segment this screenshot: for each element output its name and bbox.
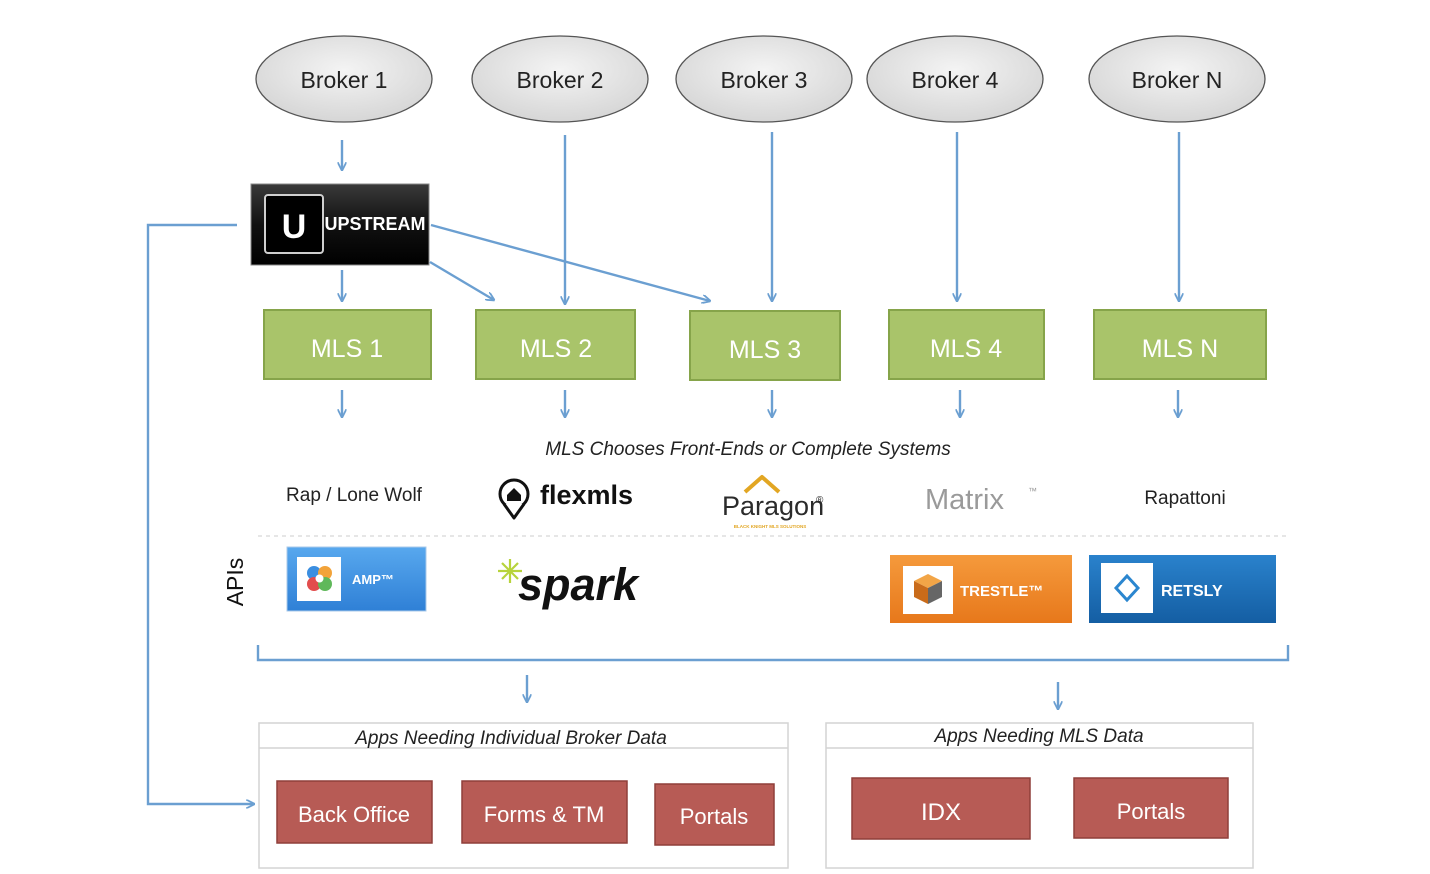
connector-arrows <box>146 132 1179 804</box>
mls-box: MLS 3 <box>689 310 841 381</box>
trestle-logo: TRESTLE™ <box>890 555 1072 623</box>
front-end-row: Rap / Lone Wolf flexmls Paragon ® BLACK … <box>286 475 1226 529</box>
flexmls-wordmark: flexmls <box>540 480 633 510</box>
broker-apps-title: Apps Needing Individual Broker Data <box>354 728 667 749</box>
amp-logo: AMP™ <box>286 546 427 612</box>
collector-brace <box>256 645 1290 662</box>
upstream-label: UPSTREAM <box>324 214 425 234</box>
mls-label: MLS 1 <box>311 335 383 363</box>
mls-apps-title: Apps Needing MLS Data <box>933 726 1143 747</box>
mls-box: MLS 1 <box>263 309 432 380</box>
mls-label: MLS 3 <box>729 336 801 364</box>
app-label: Back Office <box>298 802 410 827</box>
retsly-diamond-icon <box>1113 573 1141 603</box>
mls-row: MLS 1 MLS 2 MLS 3 MLS 4 MLS N <box>263 309 1267 381</box>
flexmls-logo: flexmls <box>498 478 633 520</box>
broker-apps-panel: Apps Needing Individual Broker Data Back… <box>258 722 789 869</box>
mls-box: MLS 2 <box>475 309 636 380</box>
spark-logo: spark <box>498 559 640 610</box>
upstream-u-icon: U <box>282 208 307 246</box>
broker-node: Broker 1 <box>255 35 433 123</box>
paragon-wordmark: Paragon <box>722 491 824 521</box>
amp-flower-icon <box>307 566 332 591</box>
rap-lone-wolf-label: Rap / Lone Wolf <box>286 485 423 506</box>
arrow-upstream-backoffice <box>146 223 254 804</box>
app-box-portals: Portals <box>1073 777 1229 839</box>
broker-row: Broker 1 Broker 2 Broker 3 Broker 4 Brok… <box>255 35 1266 123</box>
app-label: Forms & TM <box>484 802 605 827</box>
mls-box: MLS 4 <box>888 309 1045 380</box>
broker-label: Broker 4 <box>912 67 999 93</box>
arrow-upstream-mls3 <box>430 223 710 301</box>
broker-label: Broker 1 <box>301 67 388 93</box>
trestle-cube-icon <box>914 574 942 604</box>
mls-label: MLS N <box>1142 335 1218 363</box>
retsly-logo: RETSLY <box>1089 555 1276 623</box>
app-label: Portals <box>680 804 748 829</box>
broker-node: Broker N <box>1088 35 1266 123</box>
apis-label: APIs <box>222 558 248 607</box>
mls-label: MLS 2 <box>520 335 592 363</box>
app-label: IDX <box>921 799 961 826</box>
mls-apps-panel: Apps Needing MLS Data IDX Portals <box>825 722 1254 869</box>
retsly-label: RETSLY <box>1161 583 1223 600</box>
app-box-idx: IDX <box>851 777 1031 840</box>
broker-node: Broker 3 <box>675 35 853 123</box>
paragon-roof-icon <box>743 475 781 494</box>
broker-label: Broker N <box>1132 67 1223 93</box>
app-box-back-office: Back Office <box>276 780 433 844</box>
amp-label: AMP™ <box>352 572 394 587</box>
app-box-forms-tm: Forms & TM <box>461 780 628 844</box>
front-ends-caption: MLS Chooses Front-Ends or Complete Syste… <box>545 439 951 460</box>
mls-label: MLS 4 <box>930 335 1002 363</box>
rapattoni-label: Rapattoni <box>1144 488 1225 509</box>
matrix-logo: Matrix ™ <box>925 484 1037 516</box>
spark-wordmark: spark <box>518 559 640 610</box>
trestle-label: TRESTLE™ <box>960 583 1043 600</box>
app-label: Portals <box>1117 799 1185 824</box>
paragon-tagline: BLACK KNIGHT MLS SOLUTIONS <box>734 524 807 529</box>
flexmls-pin-icon <box>498 478 530 520</box>
broker-label: Broker 2 <box>517 67 604 93</box>
spark-burst-icon <box>498 559 522 583</box>
matrix-tm-mark: ™ <box>1028 486 1037 496</box>
broker-node: Broker 4 <box>866 35 1044 123</box>
upstream-logo: U UPSTREAM <box>250 183 430 266</box>
arrow-upstream-mls2 <box>429 260 494 300</box>
broker-node: Broker 2 <box>471 35 649 123</box>
mls-box: MLS N <box>1093 309 1267 380</box>
broker-label: Broker 3 <box>721 67 808 93</box>
paragon-logo: Paragon ® BLACK KNIGHT MLS SOLUTIONS <box>722 475 824 529</box>
matrix-wordmark: Matrix <box>925 484 1004 516</box>
api-row: AMP™ spark TRESTLE™ <box>286 546 1276 623</box>
app-box-portals: Portals <box>654 783 775 846</box>
paragon-registered-mark: ® <box>816 495 824 506</box>
